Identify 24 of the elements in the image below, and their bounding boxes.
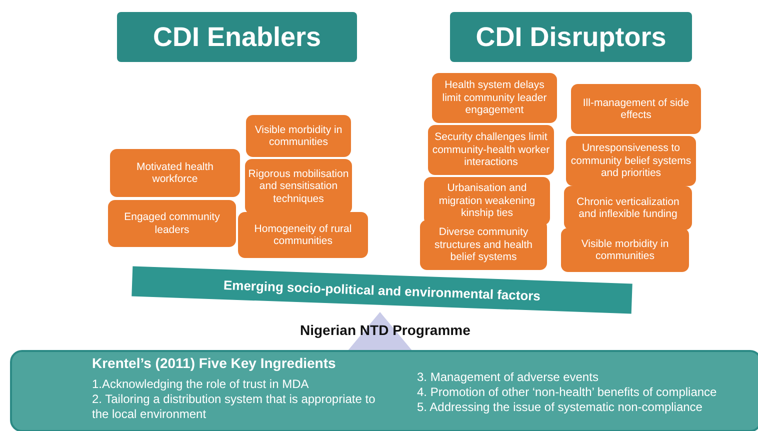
factor-box: Ill-management of side effects — [571, 84, 701, 134]
list-item: 1.Acknowledging the role of trust in MDA — [92, 377, 310, 392]
heading-box: CDI Disruptors — [450, 12, 692, 62]
factor-box: Motivated health workforce — [110, 149, 240, 197]
list-item: 5. Addressing the issue of systematic non-compliance — [417, 400, 704, 415]
factor-box: Diverse community structures and health belief systems — [420, 220, 547, 270]
list-item: 3. Management of adverse events — [417, 370, 600, 385]
factor-box: Health system delays limit community leader engagement — [432, 73, 557, 123]
programme-label: Nigerian NTD Programme — [300, 322, 470, 338]
factor-box: Security challenges limit community-health worker interactions — [428, 125, 554, 175]
panel-heading: Krentel’s (2011) Five Key Ingredients — [92, 356, 337, 371]
factor-box: Urbanisation and migration weakening kinship ties — [424, 177, 550, 225]
list-item: 2. Tailoring a distribution system that is appropriate to the local environment — [92, 392, 376, 422]
factor-box: Engaged community leaders — [108, 200, 236, 247]
heading-box: CDI Enablers — [117, 12, 357, 62]
info-panel — [10, 350, 758, 431]
factor-box: Unresponsiveness to community belief systems and priorities — [566, 136, 696, 186]
list-item: 4. Promotion of other ‘non-health’ benefits of compliance — [417, 385, 718, 400]
factor-box: Visible morbidity in communities — [561, 228, 689, 272]
factor-box: Homogeneity of rural communities — [238, 212, 368, 258]
factor-box: Chronic verticalization and inflexible funding — [564, 186, 692, 230]
balance-beam: Emerging socio-political and environmental factors — [132, 266, 632, 314]
factor-box: Rigorous mobilisation and sensitisation techniques — [245, 159, 352, 214]
factor-box: Visible morbidity in communities — [246, 115, 351, 157]
